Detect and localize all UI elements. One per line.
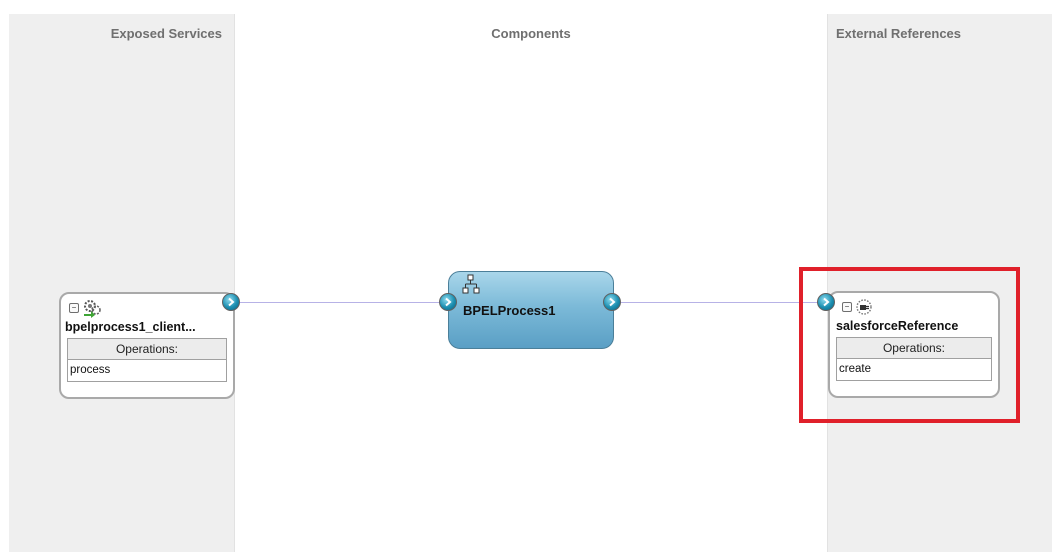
adapter-plug-icon (856, 299, 872, 315)
operation-process[interactable]: process (70, 364, 111, 376)
external-references-lane: External References (827, 14, 1052, 552)
operations-table: Operations: process (67, 338, 227, 382)
exposed-services-lane: Exposed Services (9, 14, 235, 552)
wire-service-to-component[interactable] (240, 302, 442, 303)
lane-title-components: Components (491, 26, 571, 41)
reference-name: salesforceReference (836, 319, 959, 333)
service-output-port-icon[interactable] (222, 293, 240, 311)
lane-title-exposed-services: Exposed Services (110, 26, 222, 41)
service-bpelprocess1-client[interactable]: − bpelprocess1_client... Operations: pro… (59, 292, 235, 399)
component-input-port-icon[interactable] (439, 293, 457, 311)
bpel-process-component[interactable]: BPELProcess1 (448, 271, 614, 349)
gear-service-icon (84, 300, 101, 318)
component-name: BPELProcess1 (463, 303, 556, 318)
highlight-box (799, 267, 1020, 423)
wire-component-to-reference[interactable] (620, 302, 818, 303)
lane-title-external-references: External References (836, 26, 962, 41)
component-output-port-icon[interactable] (603, 293, 621, 311)
operation-create[interactable]: create (839, 363, 871, 375)
operations-header: Operations: (68, 339, 226, 360)
operations-table: Operations: create (836, 337, 992, 381)
bpel-process-icon (462, 274, 480, 294)
collapse-icon[interactable]: − (842, 302, 852, 312)
service-name: bpelprocess1_client... (65, 320, 196, 334)
operations-header: Operations: (837, 338, 991, 359)
collapse-icon[interactable]: − (69, 303, 79, 313)
reference-salesforce[interactable]: − salesforceReference Operations: create (828, 291, 1000, 398)
reference-input-port-icon[interactable] (817, 293, 835, 311)
